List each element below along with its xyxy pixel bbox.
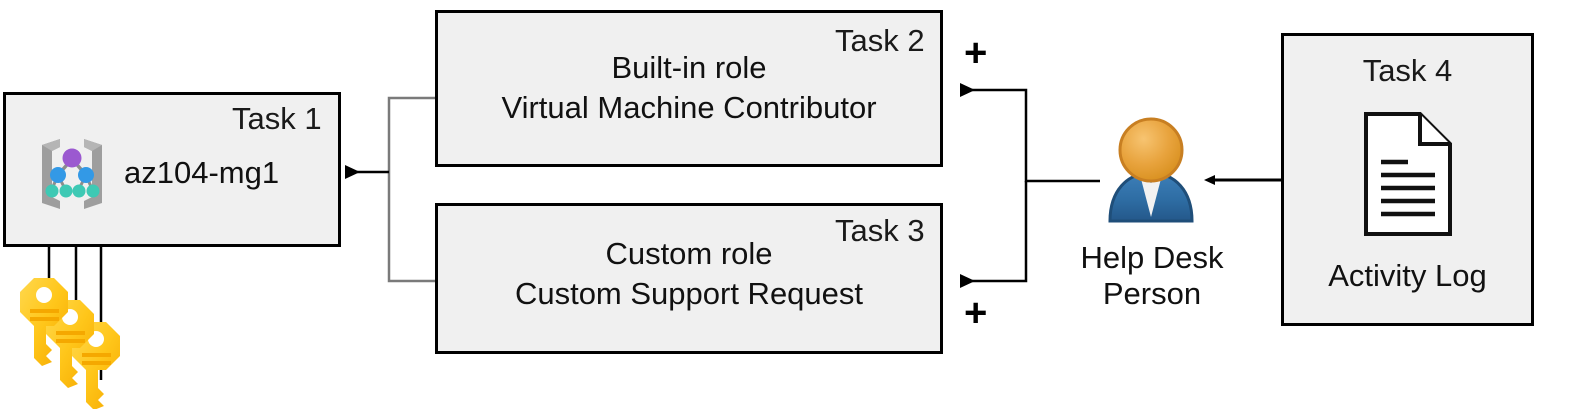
task3-line2: Custom Support Request: [514, 276, 864, 311]
document-icon: [1358, 110, 1458, 238]
task3-box[interactable]: [435, 203, 943, 354]
task2-line2: Virtual Machine Contributor: [501, 90, 877, 125]
task4-tag: Task 4: [1362, 53, 1453, 88]
task1-tag: Task 1: [232, 101, 322, 136]
task3-line1: Custom role: [605, 236, 773, 271]
task3-tag: Task 3: [835, 213, 925, 248]
task2-tag: Task 2: [835, 23, 925, 58]
connector-tasks-to-mg: [345, 96, 435, 283]
task2-line1: Built-in role: [611, 50, 767, 85]
connector-person-to-task3: [960, 181, 1028, 288]
management-group-icon: [30, 133, 114, 211]
key-icon: [20, 278, 68, 366]
task2-box[interactable]: [435, 10, 943, 167]
connector-person-to-task2: [960, 83, 1100, 183]
plus-operator-top: +: [964, 31, 988, 75]
person-icon: [1102, 113, 1200, 225]
plus-operator-bottom: +: [964, 291, 988, 335]
key-icon-group: [18, 276, 148, 409]
person-label-line2: Person: [1102, 275, 1202, 311]
person-label-line1: Help Desk: [1080, 240, 1224, 275]
person-label: Help Desk Person: [1052, 240, 1252, 311]
task4-label: Activity Log: [1328, 258, 1487, 293]
task1-label: az104-mg1: [124, 155, 280, 190]
